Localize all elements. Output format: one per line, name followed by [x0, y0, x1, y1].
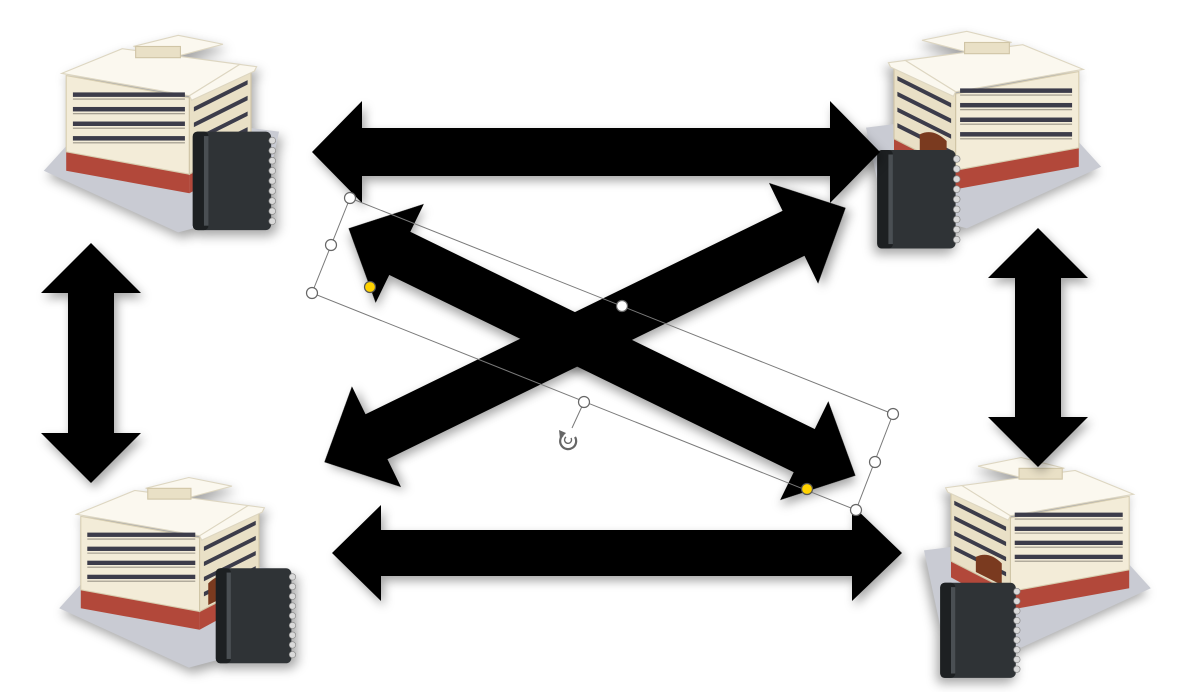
arrow-diagonal-falling[interactable]: [324, 179, 879, 525]
picture-bottom-left[interactable]: [58, 476, 297, 669]
notebook-icon: [215, 567, 297, 664]
selection-handles: [305, 191, 900, 517]
notebook-icon: [939, 582, 1021, 679]
picture-top-left[interactable]: [43, 34, 280, 233]
resize-handle-bottom[interactable]: [577, 395, 591, 409]
picture-top-right[interactable]: [865, 30, 1102, 249]
resize-handle-right[interactable]: [868, 455, 882, 469]
resize-handle-bottom-left[interactable]: [305, 286, 319, 300]
arrow-right[interactable]: [988, 228, 1088, 467]
adjust-handle-left[interactable]: [363, 280, 377, 294]
notebook-icon: [192, 131, 276, 231]
resize-handle-bottom-right[interactable]: [849, 503, 863, 517]
resize-handle-top[interactable]: [615, 299, 629, 313]
arrow-top[interactable]: [312, 101, 880, 203]
resize-handle-left[interactable]: [324, 238, 338, 252]
resize-handle-top-left[interactable]: [343, 191, 357, 205]
arrow-bottom[interactable]: [332, 505, 902, 601]
notebook-icon: [876, 149, 961, 249]
picture-bottom-right[interactable]: [923, 456, 1152, 679]
adjust-handle-right[interactable]: [800, 482, 814, 496]
arrow-left[interactable]: [41, 243, 141, 483]
rotate-handle-icon[interactable]: [559, 430, 578, 451]
resize-handle-top-right[interactable]: [886, 407, 900, 421]
